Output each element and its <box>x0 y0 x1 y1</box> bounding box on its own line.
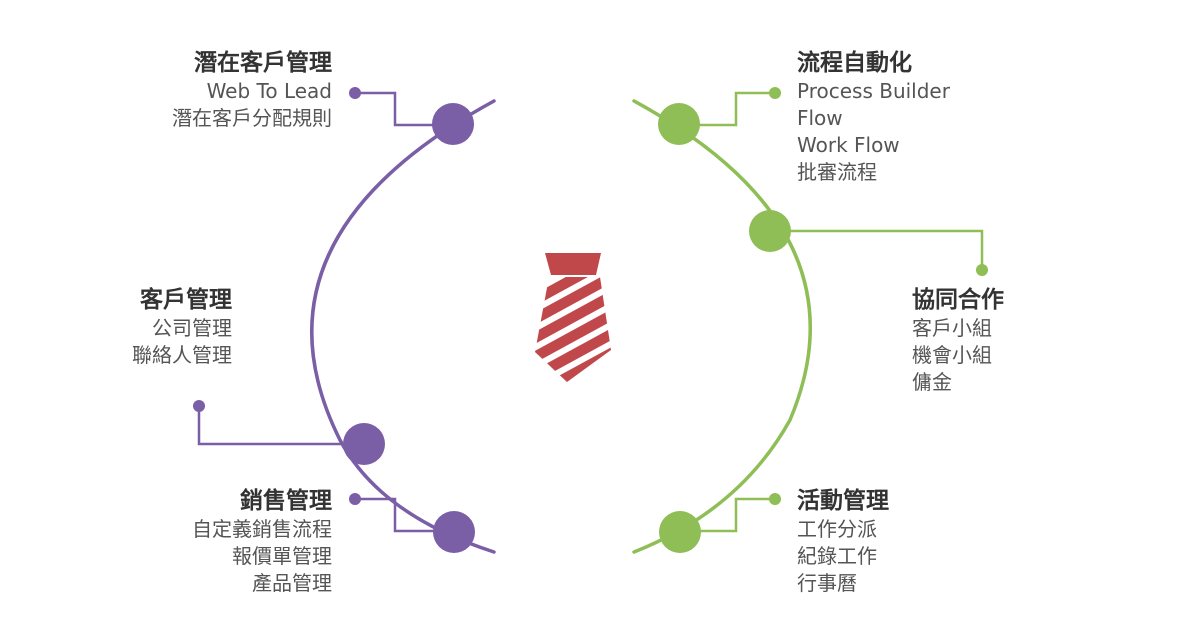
block-collab: 協同合作 客戶小組 機會小組 傭金 <box>912 285 1004 396</box>
connector-dot-sales <box>349 493 361 505</box>
connector-dot-account <box>193 400 205 412</box>
connector-sales <box>355 497 452 533</box>
connector-dot-activity <box>769 493 781 505</box>
block-item: Flow <box>797 106 843 130</box>
node-lead <box>432 103 474 145</box>
block-activity: 活動管理 工作分派 紀錄工作 行事曆 <box>797 486 889 597</box>
tie-stripe <box>535 337 611 382</box>
connector-collab <box>770 229 984 270</box>
block-item: 客戶小組 <box>912 316 992 340</box>
node-activity <box>659 511 701 553</box>
block-title: 客戶管理 <box>140 287 232 313</box>
node-collab <box>749 210 791 252</box>
block-item: 自定義銷售流程 <box>192 517 332 541</box>
block-title: 潛在客戶管理 <box>194 50 332 76</box>
tie-stripe <box>535 299 611 371</box>
block-item: 潛在客戶分配規則 <box>172 106 332 130</box>
node-automation <box>658 103 700 145</box>
connector-lead <box>355 91 452 127</box>
block-item: 機會小組 <box>912 343 992 367</box>
node-sales <box>433 511 475 553</box>
connector-dot-automation <box>769 87 781 99</box>
block-item: 報價單管理 <box>232 544 332 568</box>
left-arc <box>310 99 496 554</box>
connector-dot-collab <box>976 264 988 276</box>
tie-stripe <box>535 280 611 352</box>
tie-stripe <box>535 277 611 314</box>
block-title: 協同合作 <box>912 287 1004 313</box>
node-account <box>343 423 385 465</box>
block-item: 批審流程 <box>797 160 877 184</box>
connector-account <box>197 406 362 446</box>
block-automation: 流程自動化 Process Builder Flow Work Flow 批審流… <box>797 48 950 186</box>
block-sales: 銷售管理 自定義銷售流程 報價單管理 產品管理 <box>192 486 332 597</box>
block-item: 紀錄工作 <box>797 544 877 568</box>
right-arc <box>632 99 812 554</box>
block-item: 工作分派 <box>797 517 877 541</box>
connector-dot-lead <box>349 87 361 99</box>
block-item: 公司管理 <box>152 316 232 340</box>
block-item: 傭金 <box>912 370 952 394</box>
block-item: Web To Lead <box>206 79 332 103</box>
block-item: 行事曆 <box>797 571 857 595</box>
connector-automation <box>680 91 775 127</box>
block-title: 銷售管理 <box>240 488 332 514</box>
block-item: 聯絡人管理 <box>132 343 232 367</box>
block-title: 活動管理 <box>797 488 889 514</box>
block-title: 流程自動化 <box>797 50 912 76</box>
tie-stripe <box>535 375 611 382</box>
block-account: 客戶管理 公司管理 聯絡人管理 <box>132 285 232 369</box>
block-item: Process Builder <box>797 79 950 103</box>
block-lead: 潛在客戶管理 Web To Lead 潛在客戶分配規則 <box>172 48 332 132</box>
connector-activity <box>680 497 775 533</box>
necktie-icon <box>535 253 611 382</box>
block-item: Work Flow <box>797 133 900 157</box>
block-item: 產品管理 <box>252 571 332 595</box>
